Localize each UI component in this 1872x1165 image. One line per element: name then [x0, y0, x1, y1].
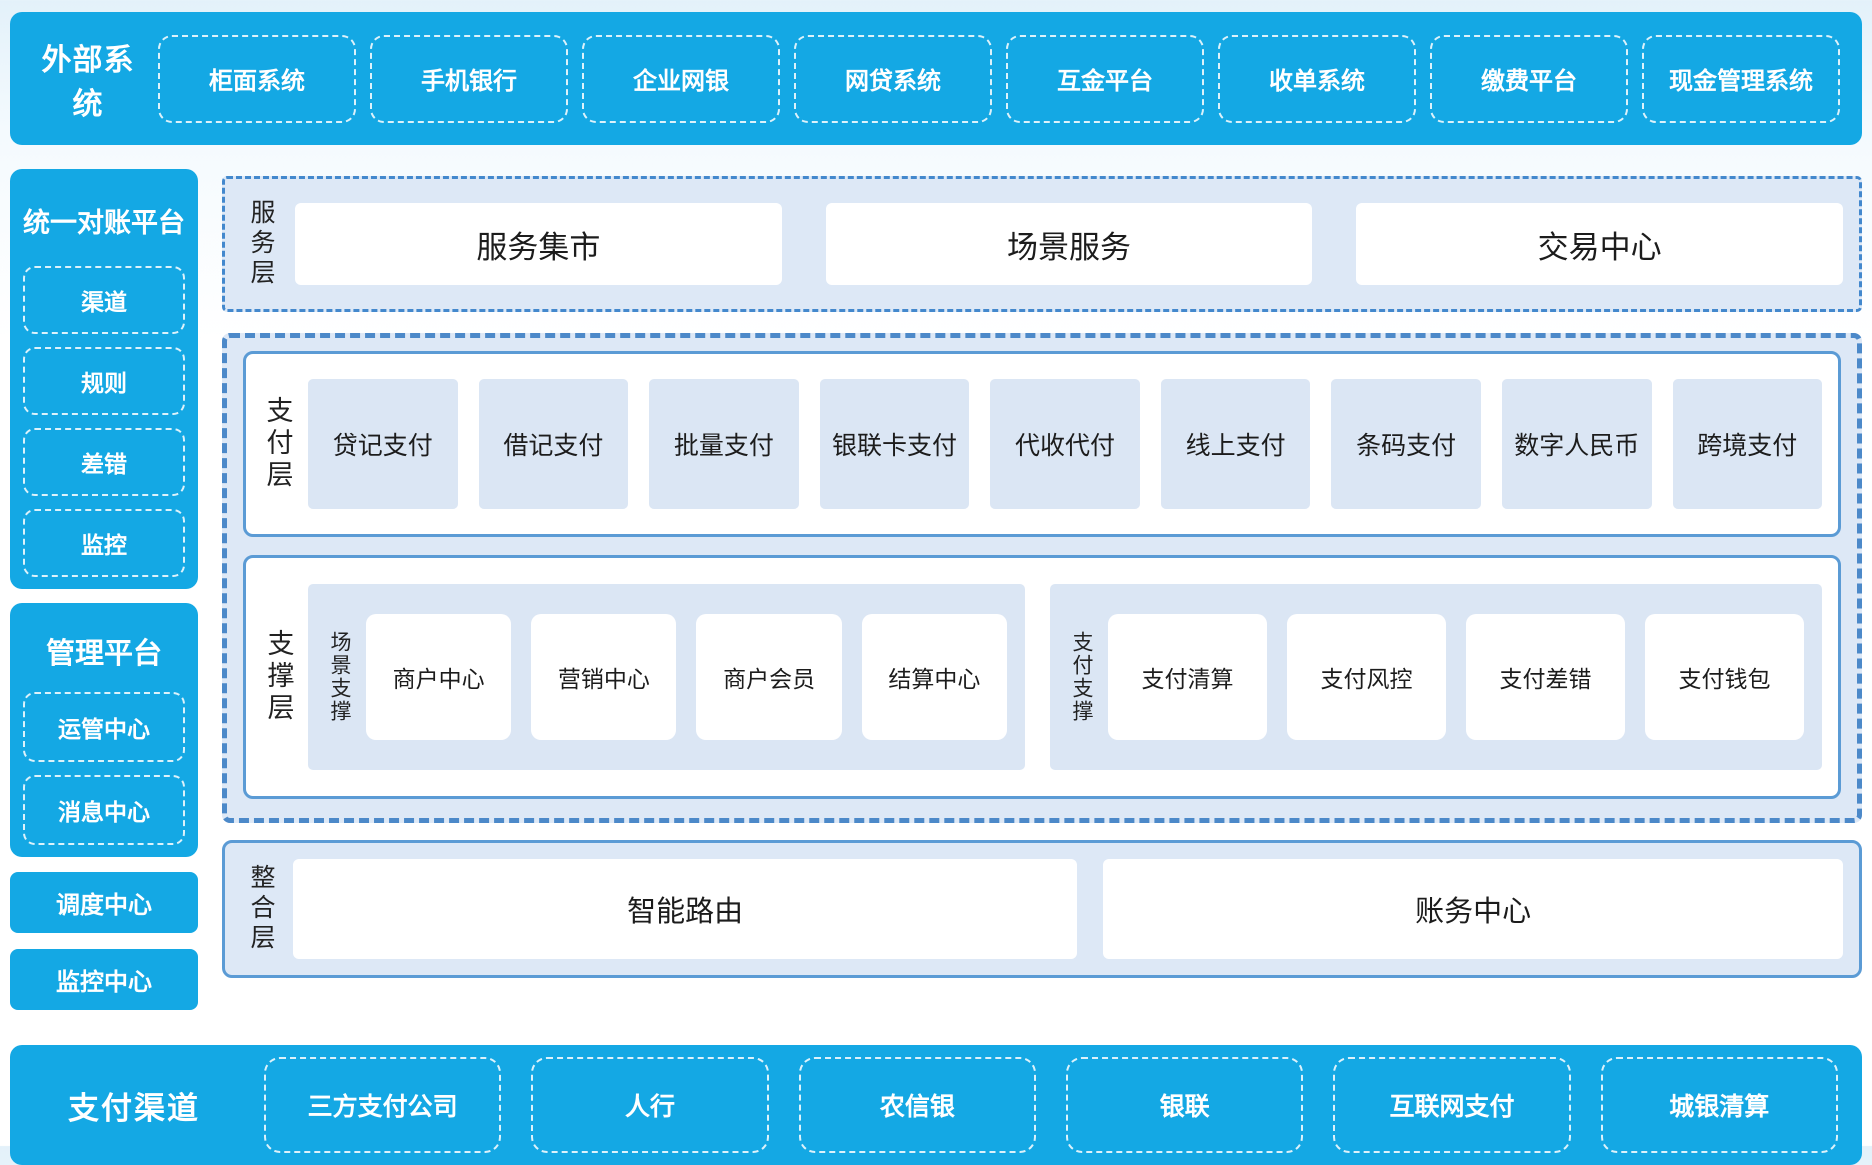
- payment-tile-debit: 借记支付: [478, 379, 629, 509]
- management-platform-block: 管理平台 运管中心 消息中心: [10, 603, 198, 857]
- scenario-support-tiles: 商户中心 营销中心 商户会员 结算中心: [366, 614, 1007, 740]
- external-systems-bar: 外部系统 柜面系统 手机银行 企业网银 网贷系统 互金平台 收单系统 缴费平台 …: [10, 12, 1862, 145]
- service-tile-scenario-service: 场景服务: [825, 203, 1313, 285]
- support-layer-label: 支撑层: [263, 629, 294, 725]
- left-sidebar: 统一对账平台 渠道 规则 差错 监控 管理平台 运管中心 消息中心 调度中心 监…: [10, 169, 198, 1010]
- payment-support-container: 支付层 贷记支付 借记支付 批量支付 银联卡支付 代收代付 线上支付 条码支付 …: [222, 333, 1862, 823]
- payment-tile-credit: 贷记支付: [308, 379, 458, 509]
- external-systems-title: 外部系统: [41, 43, 135, 121]
- tile-payment-clearing: 支付清算: [1107, 614, 1267, 740]
- tile-accounting-center: 账务中心: [1103, 859, 1843, 959]
- payment-layer-box: 支付层 贷记支付 借记支付 批量支付 银联卡支付 代收代付 线上支付 条码支付 …: [243, 351, 1841, 537]
- reconciliation-item-rules: 规则: [23, 347, 185, 415]
- payment-tile-barcode: 条码支付: [1331, 379, 1481, 509]
- management-platform-title: 管理平台: [45, 638, 162, 670]
- payment-tile-batch: 批量支付: [649, 379, 799, 509]
- payment-tile-unionpay-card: 银联卡支付: [819, 379, 970, 509]
- dispatch-center-box: 调度中心: [10, 872, 198, 933]
- tile-payment-risk: 支付风控: [1286, 614, 1446, 740]
- support-layer-box: 支撑层 场景支撑 商户中心 营销中心 商户会员 结算中心 支付支撑: [243, 555, 1841, 799]
- service-tile-transaction-center: 交易中心: [1356, 203, 1844, 285]
- tile-marketing-center: 营销中心: [531, 614, 677, 740]
- payment-layer-label: 支付层: [262, 396, 293, 492]
- channel-city-bank-clearing: 城银清算: [1600, 1057, 1838, 1153]
- reconciliation-item-monitor: 监控: [23, 509, 185, 577]
- external-system-online-lending: 网贷系统: [794, 34, 992, 123]
- service-layer-tiles: 服务集市 场景服务 交易中心: [295, 203, 1844, 285]
- payment-support-label: 支付支撑: [1069, 631, 1093, 723]
- tile-smart-routing: 智能路由: [293, 859, 1078, 959]
- tile-payment-wallet: 支付钱包: [1644, 614, 1804, 740]
- channel-unionpay: 银联: [1065, 1057, 1304, 1153]
- payment-tile-collection: 代收代付: [990, 379, 1140, 509]
- channel-rural-credit-bank: 农信银: [798, 1057, 1036, 1153]
- support-layer-groups: 场景支撑 商户中心 营销中心 商户会员 结算中心 支付支撑 支付清算 支付风控: [308, 584, 1822, 770]
- payment-channels-bar: 支付渠道 三方支付公司 人行 农信银 银联 互联网支付 城银清算: [10, 1045, 1862, 1165]
- external-system-fintech-platform: 互金平台: [1006, 34, 1204, 123]
- tile-merchant-member: 商户会员: [696, 614, 842, 740]
- payment-tile-online: 线上支付: [1160, 379, 1311, 509]
- scenario-support-group: 场景支撑 商户中心 营销中心 商户会员 结算中心: [308, 584, 1025, 770]
- integration-layer-label: 整合层: [247, 864, 275, 954]
- payment-layer-tiles: 贷记支付 借记支付 批量支付 银联卡支付 代收代付 线上支付 条码支付 数字人民…: [308, 379, 1823, 509]
- payment-tile-digital-rmb: 数字人民币: [1501, 379, 1652, 509]
- integration-layer-tiles: 智能路由 账务中心: [293, 859, 1843, 959]
- management-item-operations: 运管中心: [23, 692, 185, 762]
- tile-merchant-center: 商户中心: [366, 614, 512, 740]
- reconciliation-item-channel: 渠道: [23, 266, 185, 334]
- service-layer-label: 服务层: [247, 199, 275, 289]
- payment-support-tiles: 支付清算 支付风控 支付差错 支付钱包: [1107, 614, 1804, 740]
- external-system-acquiring: 收单系统: [1218, 34, 1416, 123]
- external-system-bill-payment: 缴费平台: [1430, 34, 1628, 123]
- channel-pboc: 人行: [531, 1057, 769, 1153]
- reconciliation-platform-title: 统一对账平台: [23, 208, 185, 238]
- payment-channels-title: 支付渠道: [68, 1090, 200, 1126]
- channel-internet-payment: 互联网支付: [1333, 1057, 1571, 1153]
- service-tile-service-market: 服务集市: [295, 203, 782, 285]
- monitor-center-box: 监控中心: [10, 949, 198, 1010]
- service-layer-container: 服务层 服务集市 场景服务 交易中心: [222, 176, 1862, 312]
- reconciliation-platform-block: 统一对账平台 渠道 规则 差错 监控: [10, 169, 198, 589]
- external-system-mobile-banking: 手机银行: [370, 34, 568, 123]
- middle-zone: 统一对账平台 渠道 规则 差错 监控 管理平台 运管中心 消息中心 调度中心 监…: [10, 169, 1862, 1010]
- tile-payment-error: 支付差错: [1465, 614, 1625, 740]
- external-system-counter: 柜面系统: [158, 34, 356, 123]
- payment-support-group: 支付支撑 支付清算 支付风控 支付差错 支付钱包: [1049, 584, 1822, 770]
- integration-layer-container: 整合层 智能路由 账务中心: [222, 840, 1862, 978]
- tile-settlement-center: 结算中心: [861, 614, 1007, 740]
- external-system-corporate-ebank: 企业网银: [582, 34, 780, 123]
- scenario-support-label: 场景支撑: [328, 631, 351, 723]
- reconciliation-item-errors: 差错: [23, 428, 185, 496]
- channel-third-party-payment: 三方支付公司: [264, 1057, 502, 1153]
- payment-tile-cross-border: 跨境支付: [1672, 379, 1823, 509]
- external-system-cash-management: 现金管理系统: [1642, 34, 1840, 123]
- main-column: 服务层 服务集市 场景服务 交易中心 支付层 贷记支付 借记支付 批量支付 银联…: [222, 169, 1862, 1010]
- management-item-message: 消息中心: [23, 775, 185, 845]
